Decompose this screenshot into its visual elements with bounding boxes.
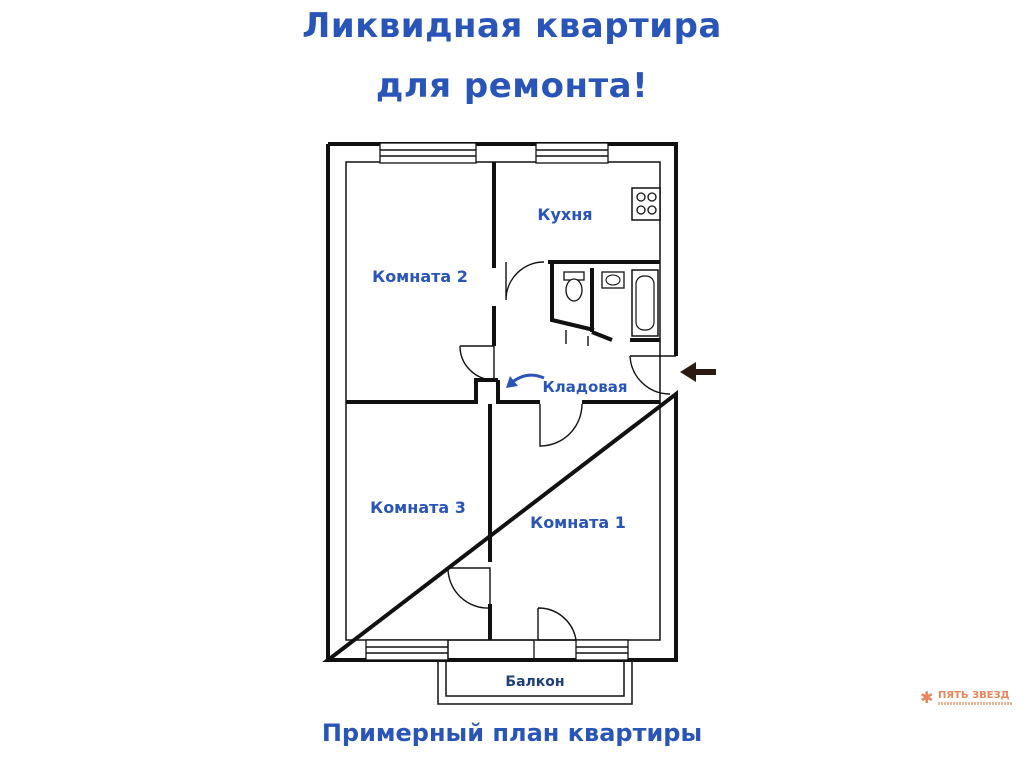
- entrance-arrow-icon: [680, 362, 716, 382]
- toilet-icon: [563, 271, 585, 302]
- label-room-2: Комната 2: [372, 267, 468, 286]
- label-room-3: Комната 3: [370, 498, 466, 517]
- footer-caption: Примерный план квартиры: [321, 719, 703, 747]
- bathtub-icon: [631, 269, 659, 337]
- headline-line-1: Ликвидная квартира: [302, 6, 722, 46]
- storage-arrow-icon: [506, 373, 545, 388]
- brand-logo-text: ПЯТЬ ЗВЕЗД: [938, 690, 1010, 701]
- doors: [447, 261, 676, 641]
- brand-logo-tagline: [938, 702, 1012, 705]
- stove-icon: [631, 187, 661, 221]
- star-icon: ✱: [920, 688, 934, 707]
- label-balcony: Балкон: [505, 674, 564, 690]
- interior-walls: [346, 162, 660, 705]
- headline-line-2: для ремонта!: [375, 66, 649, 106]
- label-room-1: Комната 1: [530, 513, 626, 532]
- brand-logo: ✱ ПЯТЬ ЗВЕЗД: [920, 688, 1016, 712]
- label-storage: Кладовая: [542, 378, 627, 396]
- label-kitchen: Кухня: [537, 205, 592, 224]
- windows: [365, 142, 629, 661]
- sink-icon: [601, 271, 625, 289]
